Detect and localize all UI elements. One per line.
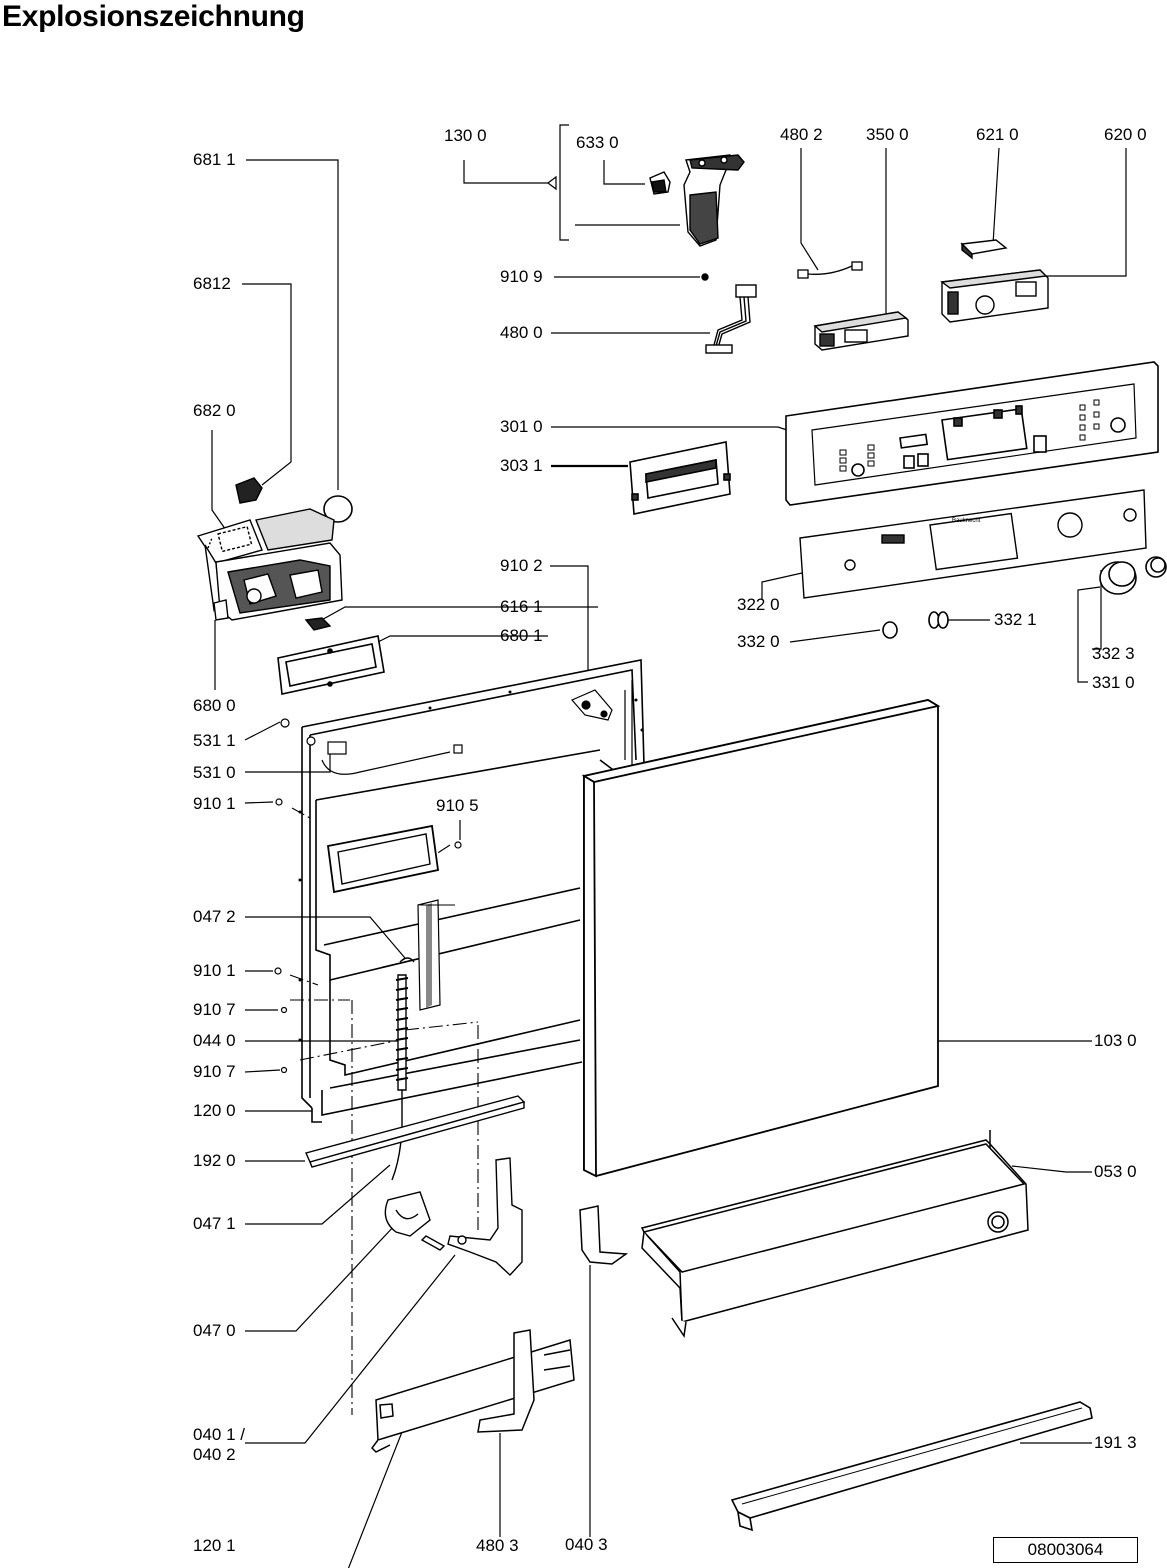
construction-lines — [289, 807, 479, 1415]
label-616-1: 616 1 — [500, 597, 543, 616]
bracket-040-3 — [579, 1205, 629, 1265]
label-910-5: 910 5 — [436, 796, 479, 815]
wire-harness-480-0 — [705, 284, 757, 354]
inner-door-frame — [301, 659, 645, 1123]
detergent-dispenser-assembly — [196, 477, 343, 621]
sensor-cable-480-2 — [797, 261, 863, 279]
inner-door-frame-details — [306, 689, 613, 1011]
label-130-0: 130 0 — [444, 126, 487, 145]
label-620-0: 620 0 — [1104, 125, 1147, 144]
label-040-2: 040 2 — [193, 1445, 236, 1464]
label-332-0: 332 0 — [737, 632, 780, 651]
label-682-0: 682 0 — [193, 401, 236, 420]
label-910-7-bottom: 910 7 — [193, 1062, 236, 1081]
label-120-0: 120 0 — [193, 1101, 236, 1120]
label-191-3: 191 3 — [1094, 1433, 1137, 1452]
screws — [274, 718, 462, 1074]
knobs — [882, 556, 1167, 639]
label-910-9: 910 9 — [500, 267, 543, 286]
label-044-0: 044 0 — [193, 1031, 236, 1050]
screw-9109 — [701, 273, 709, 281]
module-621 — [960, 239, 1008, 260]
label-531-0: 531 0 — [193, 763, 236, 782]
svg-text:Bauknecht: Bauknecht — [952, 518, 981, 524]
label-103-0: 103 0 — [1094, 1031, 1137, 1050]
rail-191-3 — [730, 1401, 1093, 1532]
label-680-0: 680 0 — [193, 696, 236, 715]
label-350-0: 350 0 — [866, 125, 909, 144]
label-322-0: 322 0 — [737, 595, 780, 614]
label-332-1: 332 1 — [994, 610, 1037, 629]
label-040-3: 040 3 — [565, 1535, 608, 1554]
label-680-1: 680 1 — [500, 626, 543, 645]
small-clip-616 — [304, 617, 332, 631]
label-331-0: 331 0 — [1092, 673, 1135, 692]
kick-plate-040 — [371, 1329, 575, 1453]
lower-panel-053 — [640, 1130, 1029, 1339]
panel-overlay-322: Bauknecht — [799, 489, 1147, 599]
page-title: Explosionszeichnung — [2, 0, 305, 33]
door-spring-assembly — [384, 957, 446, 1251]
control-board-350 — [813, 311, 909, 351]
label-040-1: 040 1 / — [193, 1425, 245, 1444]
label-480-0: 480 0 — [500, 323, 543, 342]
rail-192 — [305, 1095, 526, 1168]
label-047-0: 047 0 — [193, 1321, 236, 1340]
control-panel-301 — [785, 361, 1159, 506]
label-480-2: 480 2 — [780, 125, 823, 144]
label-301-0: 301 0 — [500, 417, 543, 436]
module-620 — [940, 269, 1049, 323]
label-910-1-top: 910 1 — [193, 794, 236, 813]
label-6812: 6812 — [193, 274, 231, 293]
label-047-2: 047 2 — [193, 907, 236, 926]
label-681-1: 681 1 — [193, 150, 236, 169]
hinge-bracket — [447, 1157, 523, 1276]
label-621-0: 621 0 — [976, 125, 1019, 144]
label-910-2: 910 2 — [500, 556, 543, 575]
label-053-0: 053 0 — [1094, 1162, 1137, 1181]
document-number-box: 08003064 — [993, 1537, 1138, 1563]
label-910-1-bottom: 910 1 — [193, 961, 236, 980]
cap-part — [323, 495, 353, 523]
leader-lines — [211, 124, 1127, 1568]
label-120-1: 120 1 — [193, 1536, 236, 1555]
gasket-680 — [277, 635, 385, 695]
door-handle-303 — [629, 441, 731, 515]
label-480-3: 480 3 — [476, 1536, 519, 1555]
label-531-1: 531 1 — [193, 731, 236, 750]
frame-screw-holes — [298, 690, 644, 1042]
label-910-7-top: 910 7 — [193, 1000, 236, 1019]
door-lock-assembly — [649, 154, 745, 247]
label-303-1: 303 1 — [500, 456, 543, 475]
label-047-1: 047 1 — [193, 1214, 236, 1233]
label-192-0: 192 0 — [193, 1151, 236, 1170]
label-633-0: 633 0 — [576, 133, 619, 152]
label-332-3: 332 3 — [1092, 644, 1135, 663]
outer-door-panel — [581, 699, 941, 1178]
